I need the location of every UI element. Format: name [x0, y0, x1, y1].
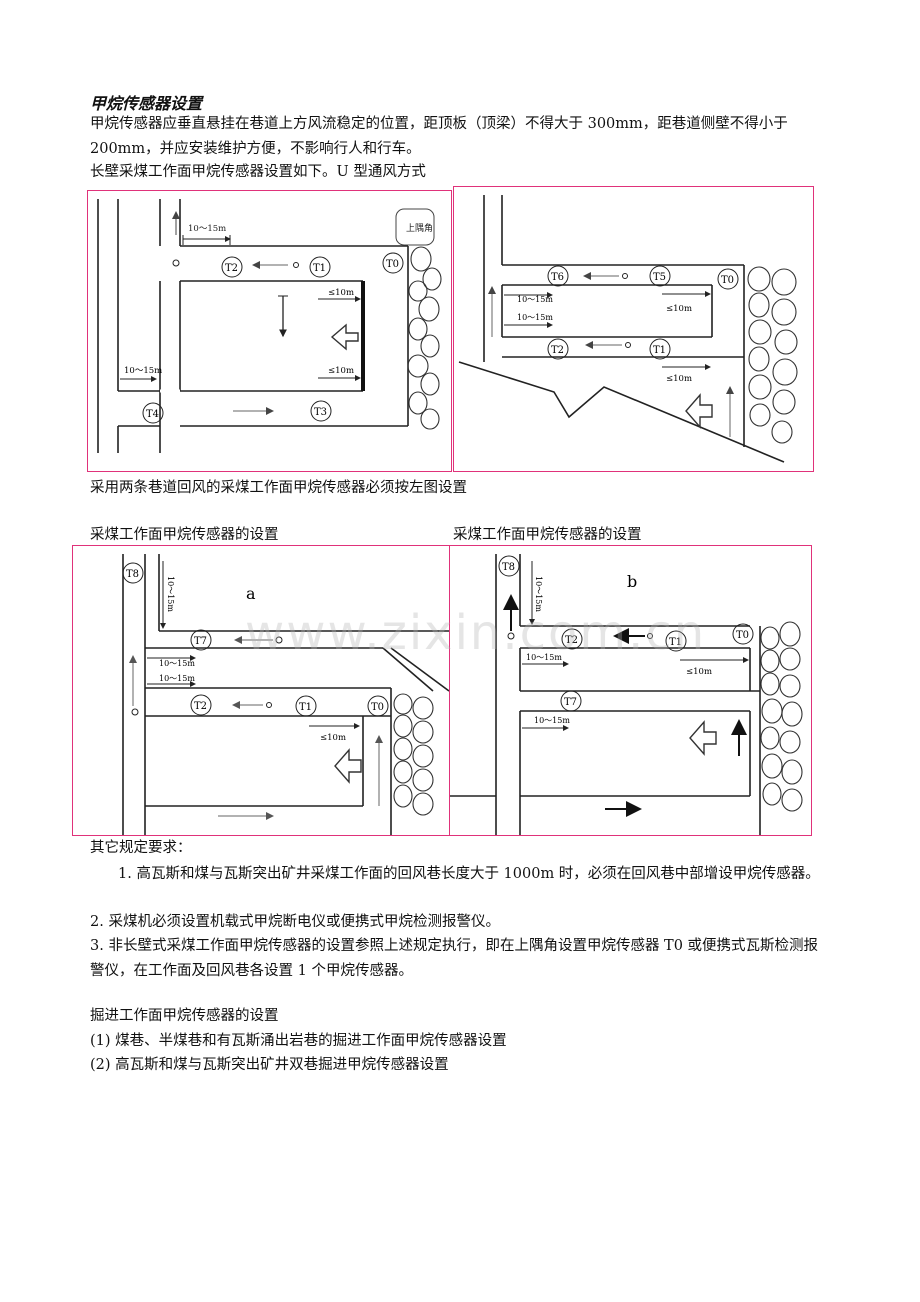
other-rules-title: 其它规定要求：	[90, 840, 192, 856]
figure-b-caption: 采煤工作面甲烷传感器的设置	[453, 527, 642, 543]
distance-label: 10～15m	[159, 674, 195, 683]
sensor-t3: T3	[314, 407, 327, 418]
diagram-two-return: 上隅角 10～15m T2 T1 T0 ≤10m ≤10m 10～15m T4 …	[97, 199, 442, 453]
rule-1: 1. 高瓦斯和煤与瓦斯突出矿井采煤工作面的回风巷长度大于 1000m 时，必须在…	[118, 866, 820, 882]
distance-label: 10～15m	[534, 716, 570, 725]
sensor-t2: T2	[565, 635, 578, 646]
figure-a: T8 10～15m a T7 10～15m 10～15m T2 T1 T0 ≤1…	[72, 545, 450, 836]
sensor-t8: T8	[502, 562, 515, 573]
watermark: www.zixin.com.cn	[245, 605, 707, 661]
distance-label: 10～15m	[526, 653, 562, 662]
sensor-t5: T5	[653, 272, 666, 283]
label-b: b	[627, 572, 637, 591]
sensor-t0: T0	[371, 702, 384, 713]
sensor-t6: T6	[551, 272, 564, 283]
distance-label: 10～15m	[166, 576, 175, 612]
label-upper-corner: 上隅角	[406, 222, 433, 234]
label-a: a	[246, 584, 256, 603]
distance-label: ≤10m	[328, 288, 354, 298]
figure-b: T8 10～15m b T2 T1 T0 10～15m ≤10m T7 10～1…	[449, 545, 812, 836]
figure-two-return-airways: 上隅角 10～15m T2 T1 T0 ≤10m ≤10m 10～15m T4 …	[87, 190, 452, 472]
two-return-caption: 采用两条巷道回风的采煤工作面甲烷传感器必须按左图设置	[90, 480, 467, 496]
excavation-item-2: (2) 高瓦斯和煤与瓦斯突出矿井双巷掘进甲烷传感器设置	[90, 1057, 449, 1073]
diagram-b: T8 10～15m b T2 T1 T0 10～15m ≤10m T7 10～1…	[450, 554, 803, 835]
distance-label: ≤10m	[666, 304, 692, 314]
sensor-t1: T1	[299, 702, 312, 713]
sensor-t7: T7	[564, 697, 577, 708]
diagram-u-type: T6 T5 T0 10～15m 10～15m ≤10m T2 T1 ≤10m	[458, 195, 798, 463]
u-ventilation-caption: 长壁采煤工作面甲烷传感器设置如下。U 型通风方式	[90, 164, 426, 180]
diagram-a: T8 10～15m a T7 10～15m 10～15m T2 T1 T0 ≤1…	[122, 554, 450, 835]
sensor-t1: T1	[653, 345, 666, 356]
distance-label: ≤10m	[666, 374, 692, 384]
distance-label: 10～15m	[517, 313, 553, 322]
distance-label: 10～15m	[517, 295, 553, 304]
rule-2: 2. 采煤机必须设置机载式甲烷断电仪或便携式甲烷检测报警仪。	[90, 914, 500, 930]
sensor-t1: T1	[313, 263, 326, 274]
distance-label: 10～15m	[159, 659, 195, 668]
sensor-t0: T0	[386, 259, 399, 270]
sensor-t4: T4	[146, 409, 159, 420]
distance-label: 10～15m	[534, 576, 543, 612]
distance-label: 10～15m	[188, 224, 226, 234]
sensor-t1: T1	[669, 637, 682, 648]
sensor-t2: T2	[225, 263, 238, 274]
sensor-t2: T2	[194, 701, 207, 712]
sensor-t0: T0	[736, 630, 749, 641]
sensor-t0: T0	[721, 275, 734, 286]
figure-a-caption: 采煤工作面甲烷传感器的设置	[90, 527, 279, 543]
distance-label: ≤10m	[328, 366, 354, 376]
rule-3: 3. 非长壁式采煤工作面甲烷传感器的设置参照上述规定执行，即在上隅角设置甲烷传感…	[90, 938, 819, 979]
excavation-heading: 掘进工作面甲烷传感器的设置	[90, 1008, 279, 1024]
intro-paragraph: 甲烷传感器应垂直悬挂在巷道上方风流稳定的位置，距顶板（顶梁）不得大于 300mm…	[90, 116, 788, 157]
sensor-t7: T7	[194, 636, 207, 647]
sensor-t2: T2	[551, 345, 564, 356]
distance-label: ≤10m	[686, 667, 712, 677]
figure-u-type: T6 T5 T0 10～15m 10～15m ≤10m T2 T1 ≤10m	[453, 186, 814, 472]
sensor-t8: T8	[126, 569, 139, 580]
page-title: 甲烷传感器设置	[90, 94, 203, 113]
distance-label: 10～15m	[124, 366, 162, 376]
distance-label: ≤10m	[320, 733, 346, 743]
excavation-item-1: (1) 煤巷、半煤巷和有瓦斯涌出岩巷的掘进工作面甲烷传感器设置	[90, 1033, 507, 1049]
